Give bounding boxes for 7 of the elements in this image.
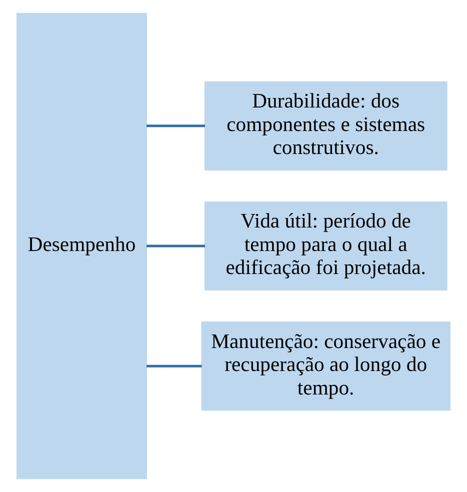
node-box: Vida útil: período de tempo para o qual a edificação foi projetada. xyxy=(204,201,448,291)
connector xyxy=(146,124,206,128)
connector xyxy=(146,244,206,248)
node-box: Manutenção: conservação e recuperação ao longo do tempo. xyxy=(201,322,450,411)
node-box: Durabilidade: dos componentes e sistemas construtivos. xyxy=(204,81,448,170)
node-box: Desempenho xyxy=(16,12,147,480)
connector xyxy=(146,364,202,368)
